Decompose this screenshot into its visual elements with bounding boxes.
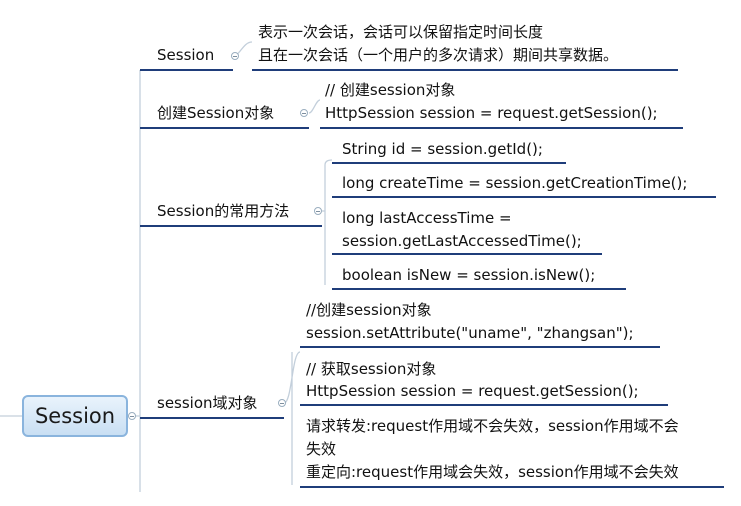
item-line: 且在一次会话（一个用户的多次请求）期间共享数据。 bbox=[258, 46, 619, 64]
item-line: 失效 bbox=[306, 440, 337, 458]
item-line: HttpSession session = request.getSession… bbox=[306, 382, 639, 400]
item-line: boolean isNew = session.isNew(); bbox=[342, 266, 596, 284]
root-label: Session bbox=[34, 404, 116, 428]
branch-collapse-icon[interactable] bbox=[278, 399, 286, 407]
item-line: session.getLastAccessedTime(); bbox=[342, 232, 582, 250]
branch-label: Session bbox=[157, 46, 215, 64]
item-line: 请求转发:request作用域不会失效，session作用域不会 bbox=[306, 417, 679, 435]
branch-collapse-icon[interactable] bbox=[300, 109, 308, 117]
item-line: session.setAttribute("uname", "zhangsan"… bbox=[306, 324, 634, 342]
branch-collapse-icon[interactable] bbox=[314, 207, 322, 215]
branch-label: session域对象 bbox=[157, 394, 258, 412]
branch-label: 创建Session对象 bbox=[157, 104, 275, 122]
item-line: long createTime = session.getCreationTim… bbox=[342, 174, 688, 192]
root-collapse-icon[interactable] bbox=[128, 412, 136, 420]
item-line: long lastAccessTime = bbox=[342, 209, 512, 227]
branch-collapse-icon[interactable] bbox=[231, 52, 239, 60]
root-node: Session bbox=[22, 395, 128, 437]
item-line: HttpSession session = request.getSession… bbox=[325, 104, 658, 122]
item-line: //创建session对象 bbox=[306, 301, 432, 319]
item-line: 重定向:request作用域会失效，session作用域不会失效 bbox=[306, 463, 679, 481]
branch-label: Session的常用方法 bbox=[157, 202, 290, 220]
item-line: 表示一次会话，会话可以保留指定时间长度 bbox=[258, 23, 544, 41]
item-line: // 创建session对象 bbox=[325, 81, 456, 99]
item-line: // 获取session对象 bbox=[306, 360, 437, 378]
item-line: String id = session.getId(); bbox=[342, 140, 543, 158]
